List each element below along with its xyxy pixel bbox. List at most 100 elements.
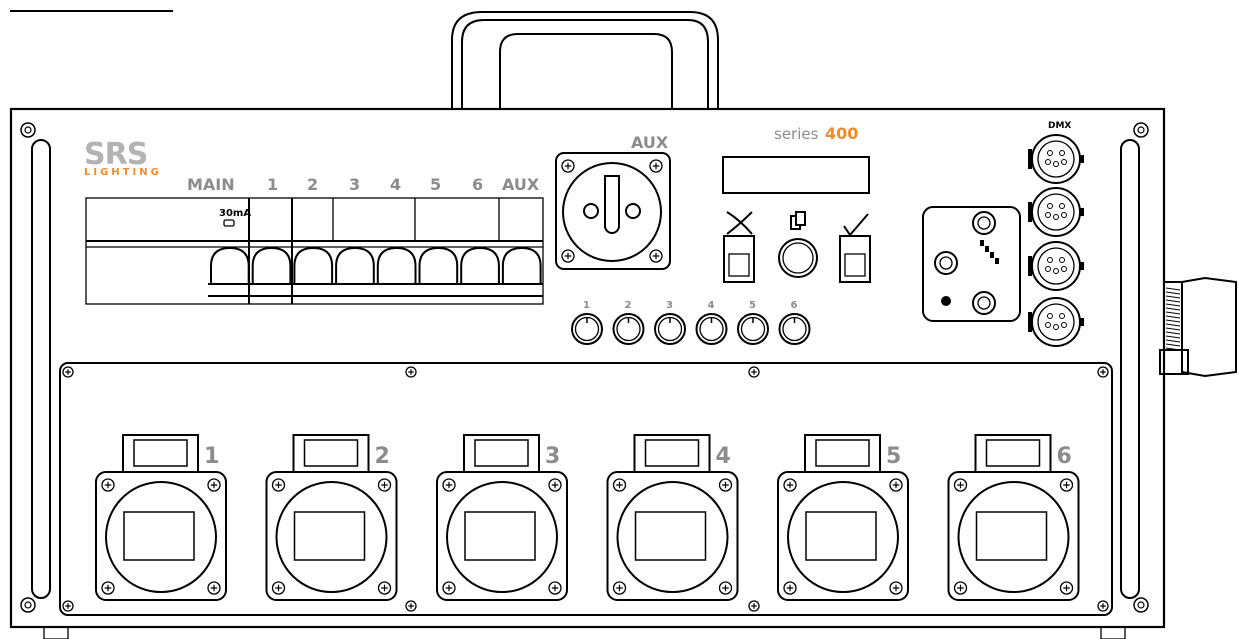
- case-feet: [43, 626, 1126, 639]
- breaker-label: 3: [349, 175, 360, 194]
- status-led-icon: [941, 296, 951, 306]
- aux-screw-icon: [561, 159, 575, 173]
- breaker-toggle[interactable]: [376, 246, 417, 284]
- copy-button[interactable]: [778, 238, 818, 278]
- logo-subtext: LIGHTING: [84, 167, 162, 178]
- outlet-screw-icon: [953, 478, 968, 492]
- outlet-screw-icon: [1059, 581, 1074, 595]
- outlet-number: 4: [716, 444, 731, 469]
- outlet-screw-icon: [718, 478, 733, 492]
- knob-label: 1: [583, 300, 590, 311]
- outlet-screw-icon: [889, 478, 903, 492]
- outlet-screw-icon: [207, 478, 221, 492]
- lcd-display: [722, 156, 870, 194]
- breaker-label: 6: [472, 175, 483, 194]
- panel-screw-icon: [62, 600, 74, 612]
- outlet-screw-icon: [442, 478, 456, 492]
- channel-knob[interactable]: 5: [737, 300, 769, 345]
- outlet-screw-icon: [548, 478, 562, 492]
- panel-screw-icon: [405, 366, 417, 378]
- knob-label: 4: [708, 300, 715, 311]
- outlet-screw-icon: [783, 581, 797, 595]
- outlet-number: 3: [545, 444, 560, 469]
- aux-screw-icon: [649, 249, 663, 263]
- breaker-label: 2: [307, 175, 318, 194]
- outlet-screw-icon: [271, 478, 286, 492]
- panel-screw-icon: [1097, 600, 1109, 612]
- schuko-outlet[interactable]: 5: [777, 434, 909, 601]
- socket-panel: 1 2 3 4 5 6: [59, 362, 1113, 616]
- schuko-outlet[interactable]: 3: [436, 434, 568, 601]
- outlet-screw-icon: [207, 581, 221, 595]
- breaker-toggle[interactable]: [293, 246, 334, 284]
- schuko-outlet[interactable]: 2: [265, 434, 398, 601]
- signal-bars-icon: [980, 240, 999, 264]
- schuko-outlet[interactable]: 1: [95, 434, 227, 601]
- dmx-port[interactable]: [1028, 297, 1084, 347]
- outlet-screw-icon: [953, 581, 968, 595]
- breaker-toggle[interactable]: [251, 246, 292, 284]
- knob-label: 3: [666, 300, 673, 311]
- dmx-port[interactable]: [1028, 187, 1084, 237]
- breaker-label: MAIN: [187, 175, 235, 194]
- outlet-screw-icon: [271, 581, 286, 595]
- outlet-screw-icon: [783, 478, 797, 492]
- outlet-number: 2: [375, 444, 390, 469]
- dmx-port[interactable]: [1028, 241, 1084, 291]
- channel-knob[interactable]: 3: [654, 300, 686, 345]
- breaker-label: 1: [267, 175, 278, 194]
- panel-screw-icon: [62, 366, 74, 378]
- corner-screw-icon: [20, 597, 36, 613]
- breaker-toggles: [210, 246, 542, 284]
- confirm-button[interactable]: [839, 235, 871, 283]
- outlet-screw-icon: [101, 478, 115, 492]
- aux-socket: AUX: [555, 133, 671, 270]
- dmx-port[interactable]: [1028, 134, 1084, 184]
- channel-knob[interactable]: 6: [778, 300, 811, 345]
- corner-screws: [20, 122, 1149, 613]
- series-number: 400: [825, 124, 858, 143]
- copy-icon: [790, 211, 806, 230]
- breaker-toggle[interactable]: [335, 246, 375, 284]
- cable-gland: [1159, 276, 1237, 378]
- breaker-toggle[interactable]: [210, 246, 250, 284]
- cancel-button[interactable]: [723, 235, 755, 283]
- channel-knob[interactable]: 2: [612, 300, 645, 345]
- schuko-outlet[interactable]: 4: [606, 434, 739, 601]
- cross-icon: [726, 211, 753, 235]
- aux-screw-icon: [561, 249, 575, 263]
- channel-knob[interactable]: 1: [571, 300, 603, 345]
- aux-socket-label: AUX: [631, 133, 669, 152]
- dmx-label: DMX: [1048, 121, 1071, 131]
- breaker-panel: 30mA: [85, 197, 544, 305]
- dmx-connectors: DMX: [1028, 121, 1084, 347]
- outlet-screw-icon: [612, 581, 627, 595]
- breaker-label: AUX: [502, 175, 540, 194]
- outlet-screw-icon: [1059, 478, 1074, 492]
- network-module: [922, 206, 1021, 322]
- breaker-toggle[interactable]: [501, 246, 542, 284]
- breaker-toggle[interactable]: [418, 246, 459, 284]
- aux-screw-icon: [649, 159, 663, 173]
- outlet-screw-icon: [377, 478, 392, 492]
- outlet-screw-icon: [442, 581, 456, 595]
- outlet-number: 5: [886, 444, 901, 469]
- outlet-screw-icon: [548, 581, 562, 595]
- outlet-screw-icon: [101, 581, 115, 595]
- schuko-outlet[interactable]: 6: [947, 434, 1080, 601]
- outlet-screw-icon: [889, 581, 903, 595]
- logo-text: SRS: [84, 137, 147, 172]
- knob-row: 1 2 3 4 5 6: [571, 300, 811, 345]
- outlet-number: 1: [204, 444, 219, 469]
- corner-screw-icon: [1133, 597, 1149, 613]
- corner-screw-icon: [20, 122, 36, 138]
- panel-screw-icon: [1097, 366, 1109, 378]
- knob-label: 5: [749, 300, 756, 311]
- outlet-screw-icon: [612, 478, 627, 492]
- breaker-toggle[interactable]: [460, 246, 500, 284]
- channel-knob[interactable]: 4: [695, 300, 728, 345]
- carry-handle: [451, 11, 719, 108]
- side-handles: [31, 139, 1140, 599]
